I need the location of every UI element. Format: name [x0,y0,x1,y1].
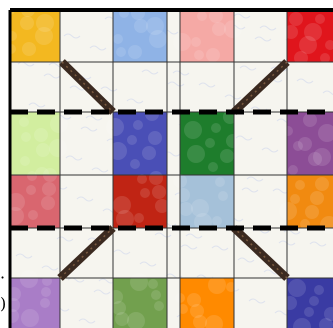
fabric-texture [212,216,222,226]
fabric-texture [215,177,225,187]
fabric-texture [309,296,319,306]
fabric-texture [41,196,55,210]
fabric-texture [220,149,234,163]
fabric-texture [133,120,143,130]
fabric-texture [151,290,161,300]
fabric-texture [109,142,127,160]
fabric-texture [226,134,240,148]
fabric-texture [41,287,51,297]
fabric-texture [218,191,228,201]
fabric-texture [308,152,322,166]
fabric-texture [224,20,242,38]
fabric-texture [154,301,164,311]
fabric-texture [128,45,142,59]
fabric-texture [152,185,166,199]
fabric-texture [293,141,303,151]
fabric-texture [20,270,38,288]
fabric-texture [194,50,204,60]
fabric-texture [289,12,303,26]
fabric-texture [149,171,163,185]
fabric-texture [27,171,37,181]
fabric-texture [288,165,298,175]
fabric-texture [283,126,293,136]
fabric-texture [140,188,150,198]
fabric-texture [315,177,329,191]
fabric-texture [34,128,48,142]
fabric-texture [109,290,123,304]
fabric-texture [134,19,148,33]
fabric-texture [191,37,201,47]
fabric-texture [184,121,202,139]
fabric-texture [304,307,314,317]
fabric-texture [187,293,201,307]
fabric-texture [49,139,67,157]
fabric-texture [283,296,297,310]
fabric-texture [21,309,39,327]
fabric-texture [50,115,68,133]
fabric-texture [127,135,137,145]
fabric-texture [19,117,29,127]
cropped-text-fragment: ) [0,296,6,312]
fabric-texture [28,210,38,220]
fabric-texture [146,17,164,35]
fabric-texture [21,132,31,142]
fabric-texture [173,33,191,51]
fabric-texture [295,180,305,190]
fabric-texture [197,11,207,21]
fabric-texture [176,188,190,202]
fabric-texture [116,47,126,57]
fabric-texture [179,202,193,216]
fabric-texture [142,146,156,160]
fabric-texture [284,25,298,39]
fabric-texture [36,143,50,157]
fabric-texture [310,191,324,205]
fabric-texture [22,42,36,56]
fabric-texture [304,23,322,41]
fabric-texture [20,156,30,166]
fabric-texture [303,113,317,127]
fabric-texture [187,145,205,163]
fabric-texture [208,276,226,294]
fabric-texture [113,196,131,214]
fabric-texture [279,202,297,220]
fabric-texture [212,22,226,36]
fabric-texture [20,16,34,30]
fabric-texture [314,285,324,295]
fabric-texture [134,213,144,223]
fabric-texture [205,138,215,148]
fabric-texture [106,118,124,136]
fabric-texture [211,123,221,133]
fabric-texture [113,34,123,44]
fabric-texture [315,14,325,24]
fabric-texture [206,48,220,62]
fabric-texture [42,182,56,196]
fabric-texture [148,279,158,289]
fabric-texture [288,279,306,297]
fabric-texture [130,273,148,291]
fabric-texture [294,51,308,65]
fabric-texture [36,14,54,32]
fabric-texture [40,298,50,308]
fabric-texture [191,199,209,217]
fabric-texture [208,162,218,172]
fabric-texture [305,205,319,219]
cropped-text-fragment: · [0,270,5,286]
fabric-texture [130,159,140,169]
fabric-texture [148,131,162,145]
fabric-texture [26,185,36,195]
fabric-texture [290,194,300,204]
